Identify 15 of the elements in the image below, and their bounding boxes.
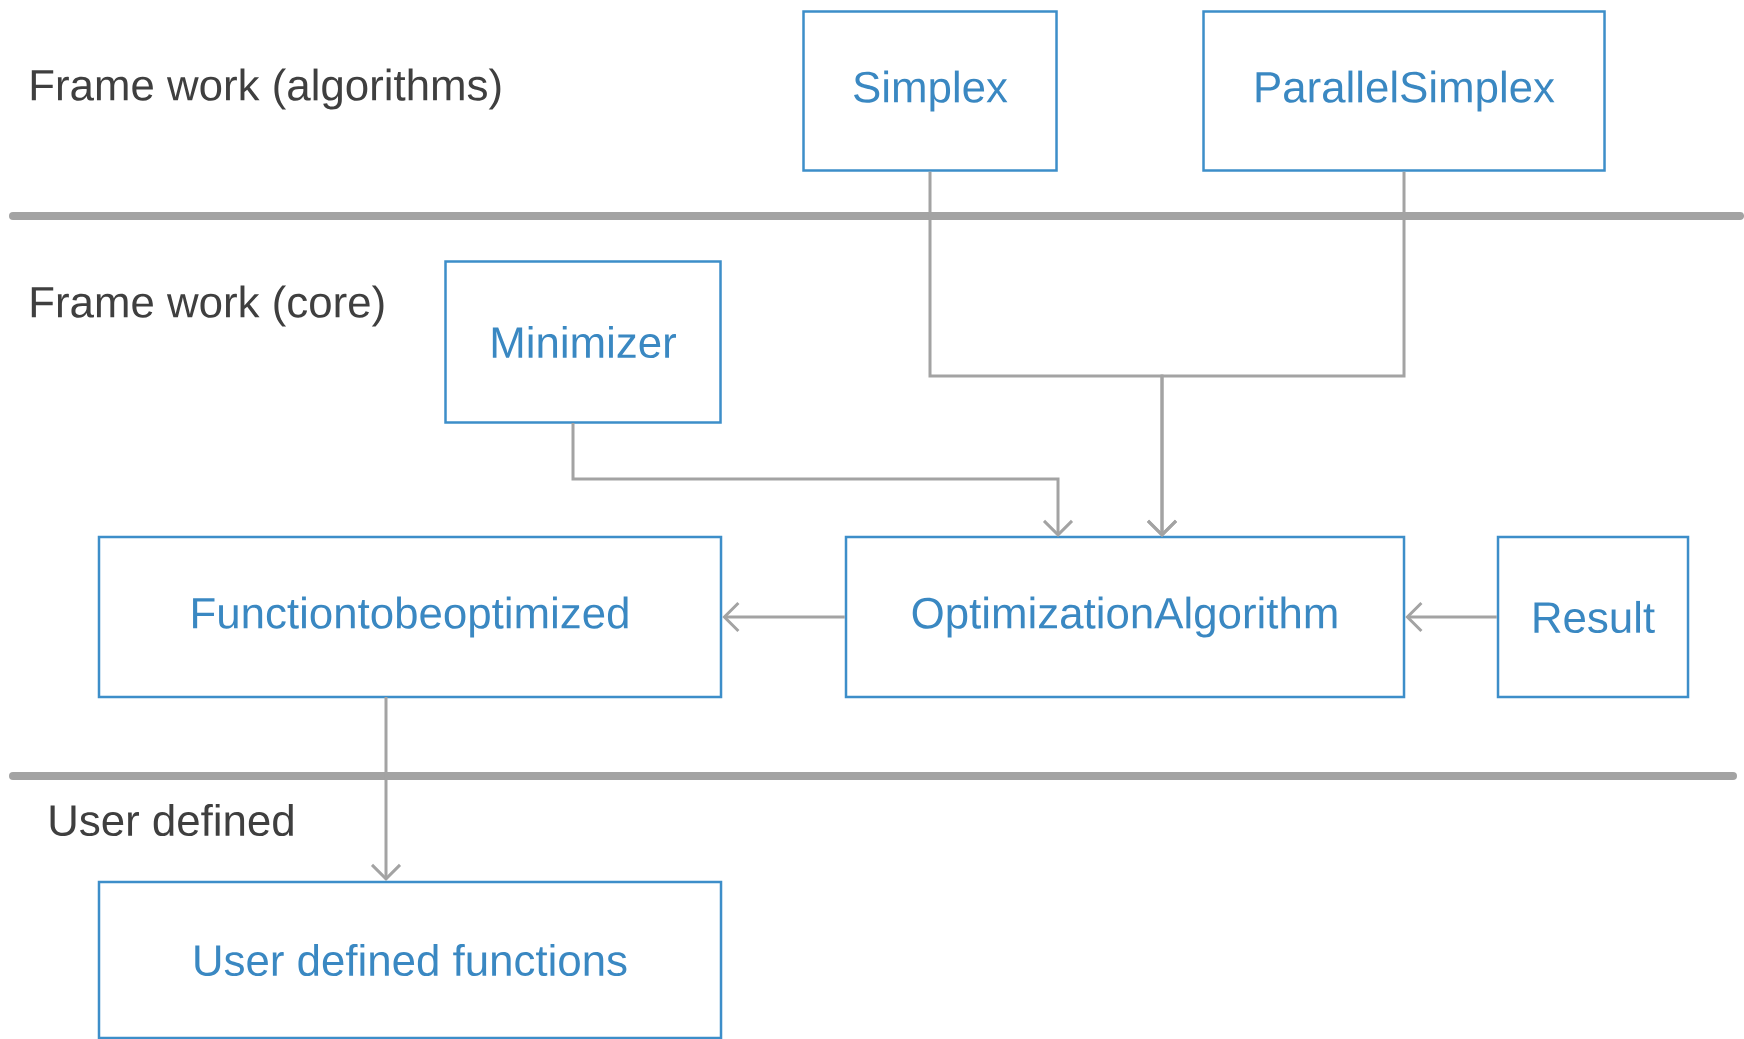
arrow (370, 697, 402, 881)
process-box: OptimizationAlgorithm (844, 535, 1406, 699)
section-label: Frame work (algorithms) (31, 68, 501, 110)
process-box: Functiontobeoptimized (97, 535, 723, 699)
arrow (1146, 171, 1406, 537)
section-label: User defined (50, 803, 293, 837)
arrow (722, 601, 845, 633)
process-box: ParallelSimplex (1202, 10, 1606, 172)
arrow (1405, 601, 1497, 633)
arrow (571, 423, 1074, 537)
section-label: Frame work (core) (31, 285, 384, 327)
process-box: Minimizer (444, 260, 722, 424)
process-box: Simplex (802, 10, 1058, 172)
process-box: Result (1496, 535, 1690, 699)
process-box: User defined functions (97, 880, 723, 1039)
